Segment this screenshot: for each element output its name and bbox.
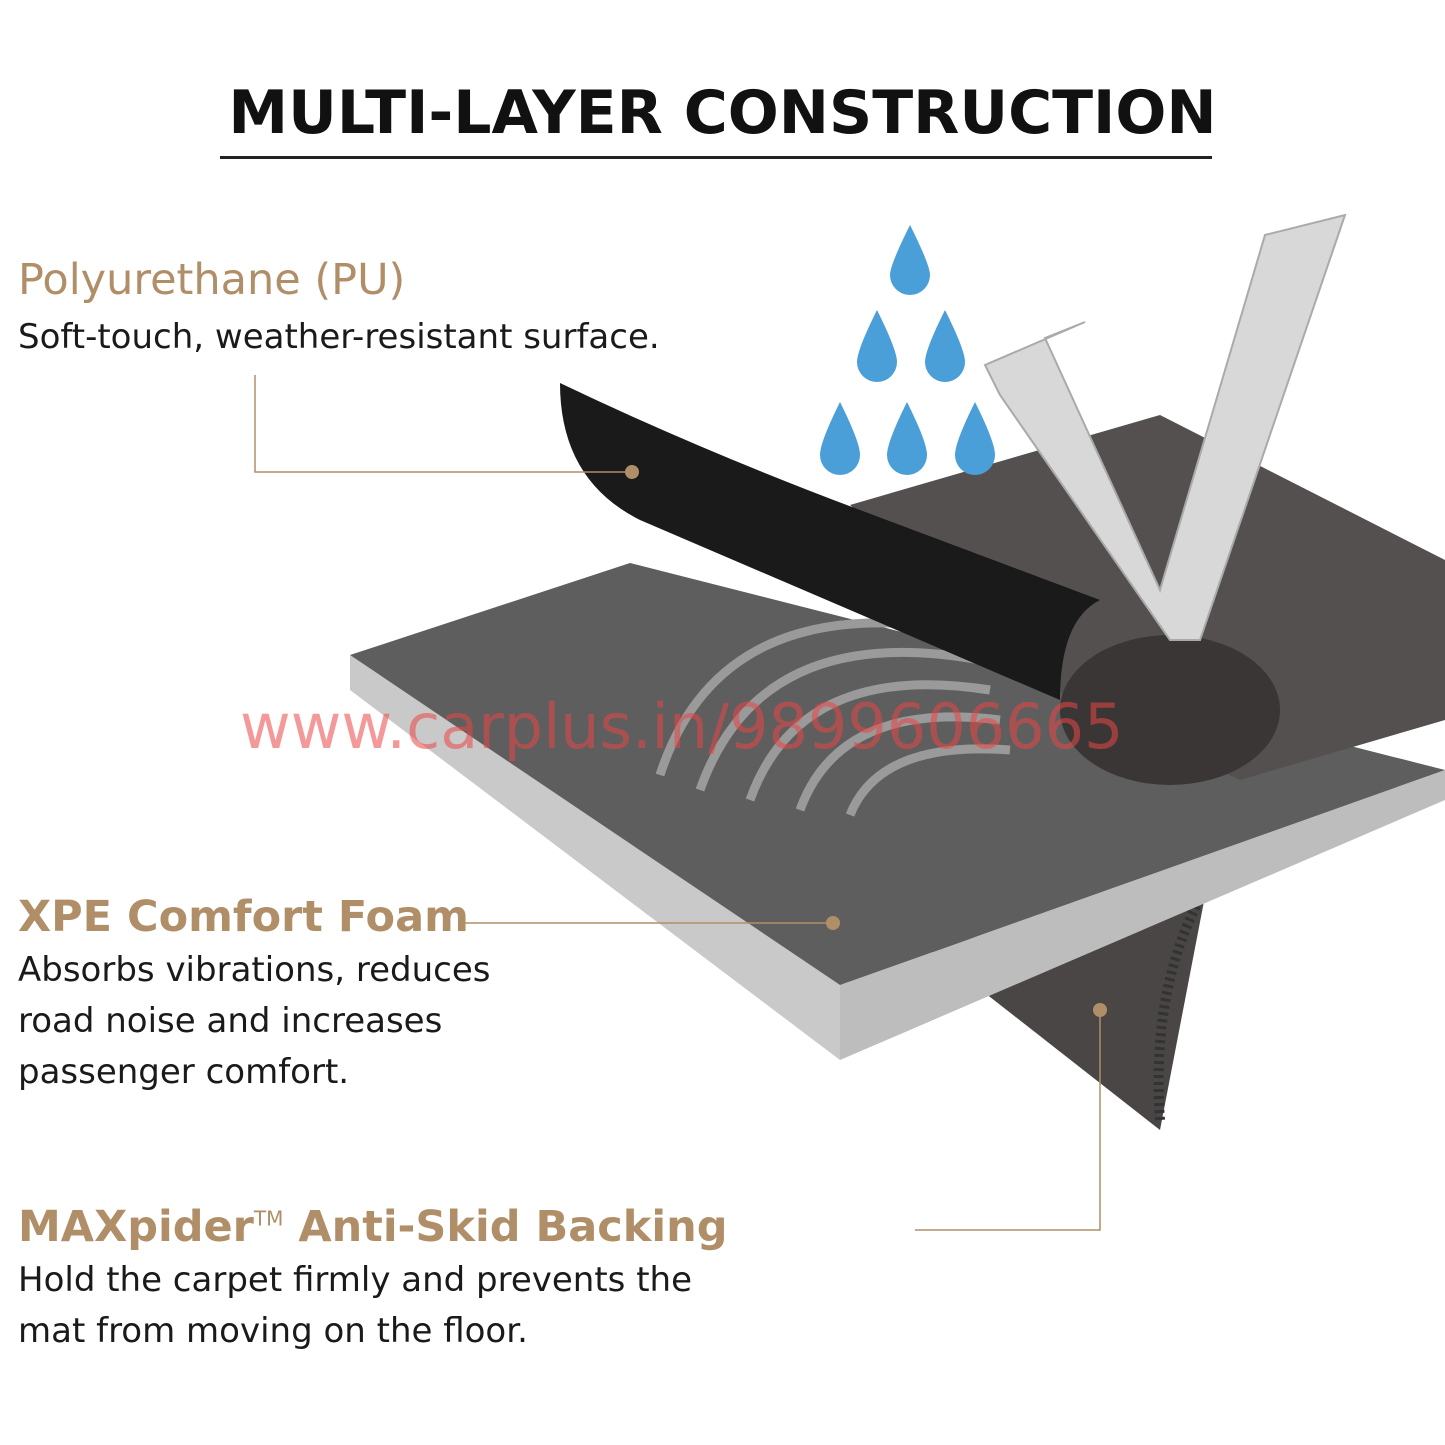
foam-right-edge <box>840 770 1445 1060</box>
foam-layer-title: XPE Comfort Foam <box>18 892 469 942</box>
foam-description-line: road noise and increases <box>18 1001 443 1041</box>
pu-sheet-curl <box>1060 635 1280 785</box>
pu-marker-dot <box>625 465 639 479</box>
pu-layer-title: Polyurethane (PU) <box>18 255 406 305</box>
foam-description-line: Absorbs vibrations, reduces <box>18 950 491 990</box>
page-title: MULTI-LAYER CONSTRUCTION <box>228 78 1217 148</box>
backing-marker-dot <box>1093 1003 1107 1017</box>
pu-leader-line <box>254 375 632 473</box>
pu-curled-sheet <box>560 383 1100 700</box>
carpet-fibers <box>1153 775 1445 1121</box>
watermark: www.carplus.in/9899606665 <box>240 690 1124 763</box>
backing-layer-title: MAXpiderTM Anti-Skid Backing <box>18 1202 727 1252</box>
pu-layer-description: Soft-touch, weather-resistant surface. <box>18 317 660 357</box>
breathable-arrow <box>983 213 1347 641</box>
water-drop-icons <box>820 225 995 475</box>
backing-description-line: Hold the carpet firmly and prevents the <box>18 1260 692 1300</box>
foam-left-edge <box>350 655 840 1060</box>
backing-description-line: mat from moving on the floor. <box>18 1311 528 1351</box>
foam-marker-dot <box>826 916 840 930</box>
foam-description-line: passenger comfort. <box>18 1052 350 1092</box>
backing-name: Anti-Skid Backing <box>298 1202 728 1252</box>
backing-brand: MAXpider <box>18 1202 254 1252</box>
title-underline <box>220 156 1212 159</box>
backing-leader-line <box>915 1010 1101 1231</box>
trademark-symbol: TM <box>253 1206 284 1231</box>
foam-top-face <box>350 563 1445 985</box>
